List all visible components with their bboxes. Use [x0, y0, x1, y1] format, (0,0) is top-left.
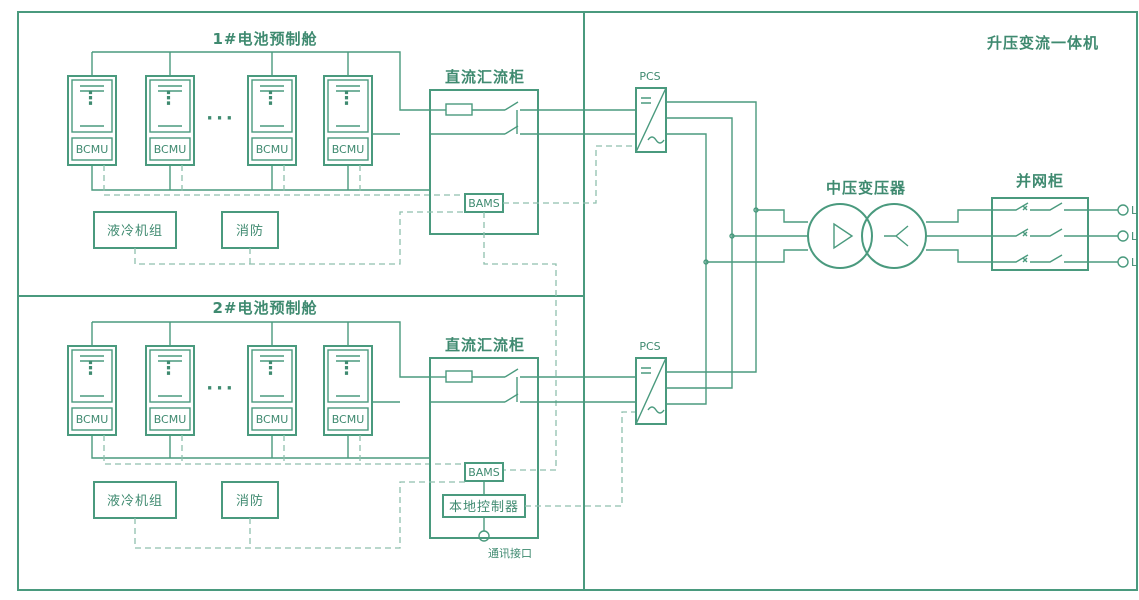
bcmu-label: BCMU: [76, 413, 109, 426]
pcs2-label: PCS: [639, 340, 660, 353]
battery-module: ⋮ BCMU: [145, 345, 195, 436]
bcmu-label: BCMU: [256, 413, 289, 426]
battery-module: ⋮ BCMU: [247, 345, 297, 436]
liquid-cooling-label-1: 液冷机组: [107, 224, 163, 239]
svg-text:⋮: ⋮: [82, 358, 103, 379]
cabin1: ⋮ BCMU ⋮ BCMU ··· ⋮ BCMU ⋮ BCMU: [67, 51, 640, 471]
svg-text:⋮: ⋮: [262, 88, 283, 109]
bcmu-label: BCMU: [332, 143, 365, 156]
module-ellipsis: ···: [206, 108, 236, 129]
grid-terminal-icon: [1117, 230, 1129, 242]
grid-terminal-icon: [1117, 256, 1129, 268]
pcs-frame: [583, 11, 1138, 591]
liquid-cooling-label-2: 液冷机组: [107, 494, 163, 509]
fire-protection-label-1: 消防: [236, 223, 264, 239]
line-label: L: [1131, 256, 1138, 269]
bcmu-label: BCMU: [332, 413, 365, 426]
bcmu-label: BCMU: [256, 143, 289, 156]
comm-interface-label: 通讯接口: [488, 547, 532, 560]
liquid-cooling-unit-2: [93, 481, 177, 519]
transformer-primary-winding: [807, 203, 873, 269]
triangle-winding-icon: [833, 222, 854, 250]
cabin2-title: 2#电池预制舱: [212, 299, 317, 317]
cabin2: ⋮ BCMU ⋮ BCMU ··· ⋮ BCMU ⋮ BCMU: [67, 321, 640, 560]
dc-combiner-title-1: 直流汇流柜: [445, 68, 525, 86]
battery-module: ⋮ BCMU: [247, 75, 297, 166]
bcmu-label: BCMU: [154, 143, 187, 156]
svg-text:⋮: ⋮: [160, 358, 181, 379]
battery-module: ⋮ BCMU: [67, 75, 117, 166]
battery-module: ⋮ BCMU: [323, 75, 373, 166]
bams-label-2: BAMS: [468, 466, 500, 479]
transformer-title: 中压变压器: [826, 179, 906, 197]
bams-label-1: BAMS: [468, 197, 500, 210]
cabin1-title: 1#电池预制舱: [212, 30, 317, 48]
svg-text:⋮: ⋮: [338, 88, 359, 109]
dc-combiner-2: [429, 357, 539, 539]
line-label: L: [1131, 204, 1138, 217]
battery-module: ⋮ BCMU: [323, 345, 373, 436]
grid-cabinet-title: 并网柜: [1016, 172, 1064, 190]
svg-text:⋮: ⋮: [82, 88, 103, 109]
dc-combiner-title-2: 直流汇流柜: [445, 336, 525, 354]
svg-text:⋮: ⋮: [338, 358, 359, 379]
line-label: L: [1131, 230, 1138, 243]
local-controller-label: 本地控制器: [449, 500, 519, 515]
fuse-icon: [445, 103, 473, 116]
switch-icon: [504, 368, 519, 378]
bcmu-label: BCMU: [154, 413, 187, 426]
fuse-icon: [445, 370, 473, 383]
fire-protection-1: [221, 211, 279, 249]
svg-text:⋮: ⋮: [262, 358, 283, 379]
pcs-side: PCS PCS 中压变压器 并网柜: [584, 70, 1138, 425]
bcmu-label: BCMU: [76, 143, 109, 156]
fire-protection-label-2: 消防: [236, 493, 264, 509]
star-winding-icon: [884, 225, 909, 247]
pcs1-label: PCS: [639, 70, 660, 83]
module-ellipsis: ···: [206, 378, 236, 399]
grid-terminal-icon: [1117, 204, 1129, 216]
grid-cabinet: [991, 197, 1089, 271]
comm-interface-icon: [478, 530, 490, 542]
fire-protection-2: [221, 481, 279, 519]
battery-module: ⋮ BCMU: [67, 345, 117, 436]
switch-icon: [504, 101, 519, 111]
battery-module: ⋮ BCMU: [145, 75, 195, 166]
svg-text:⋮: ⋮: [160, 88, 181, 109]
pcs-title: 升压变流一体机: [987, 34, 1099, 52]
